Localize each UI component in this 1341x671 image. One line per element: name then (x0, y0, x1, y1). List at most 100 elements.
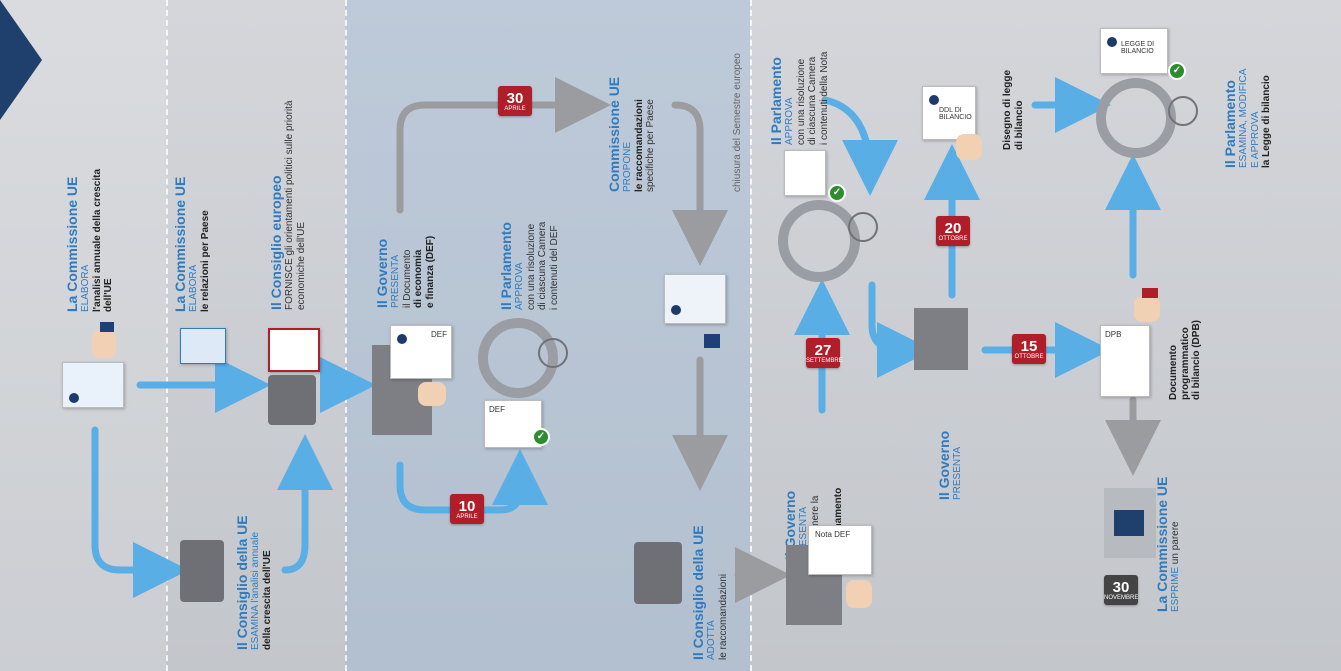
c3-republic-emblem-icon (538, 338, 568, 368)
c3-governo-body1: il Documento (401, 249, 413, 308)
c6-cal30-month: NOVEMBRE (1104, 595, 1139, 601)
c3-def-label: DEF (431, 330, 447, 339)
c1-consiglio-title: Il Consiglio della UE (234, 515, 250, 650)
corner-marker (0, 0, 42, 120)
c1-commissione-title: La Commissione UE (64, 176, 80, 312)
c4-recommendations-document (664, 274, 726, 324)
c3-governo-text: Il Governo PRESENTA il Documento di econ… (374, 236, 436, 308)
c5-cal27-num: 27 (814, 342, 832, 359)
c3-approved-def-label: DEF (489, 405, 505, 414)
c5-parlamento-verb: APPROVA (784, 97, 796, 145)
c6-seal-icon (1107, 37, 1117, 47)
c3-cal30-month: APRILE (504, 106, 526, 112)
c2-commissione-title: La Commissione UE (172, 176, 188, 312)
c1-sleeve-icon (100, 322, 114, 332)
c5-hand-icon (846, 580, 872, 608)
c1-consiglio-text: Il Consiglio della UE ESAMINA l'analisi … (234, 515, 273, 650)
c2-consiglio-europeo-line2: economiche dell'UE (295, 221, 307, 310)
c3-seal-icon (397, 334, 407, 344)
c4-consiglio-body: le raccomandazioni (717, 573, 729, 660)
c2-commissione-verb: ELABORA (188, 264, 200, 312)
c5-republic-emblem-icon (848, 212, 878, 242)
c6-eu-flag-icon (1114, 510, 1144, 536)
c6-legge-bilancio-document: LEGGE DI BILANCIO (1100, 28, 1168, 74)
c5-nota-label: Nota DEF (815, 530, 851, 539)
c1-commissione-body2: dell'UE (103, 278, 115, 313)
c5-governo-text: Il Governo PRESENTA (936, 431, 964, 500)
c3-parlamento-text: Il Parlamento APPROVA con una risoluzion… (498, 222, 560, 310)
c5-cal27-month: SETTEMBRE (806, 358, 843, 364)
c3-parlamento-body1: con una risoluzione (525, 223, 537, 310)
c6-parlamento-line1: ESAMINA, MODIFICA (1238, 68, 1250, 168)
divider-1 (166, 0, 168, 671)
c3-cal10-month: APRILE (456, 514, 478, 520)
c5-parlamento-body2: di ciascuna Camera (807, 56, 819, 145)
c3-parlamento-verb: APPROVA (514, 262, 526, 310)
c5-ddl-seal-icon (929, 95, 939, 105)
c5-ddl-label: DDL DI BILANCIO (939, 107, 972, 121)
c2-report-document (180, 328, 226, 364)
c4-consiglio-verb: ADOTTA (706, 620, 718, 660)
c6-parlamento-line3: la Legge di bilancio (1261, 75, 1273, 168)
c5-ddl-caption: Disegno di legge di bilancio (1002, 70, 1025, 150)
c6-cal30-num: 30 (1112, 579, 1130, 596)
c5-dpb-document: DPB (1100, 325, 1150, 397)
c1-commissione-body1: l'analisi annuale della crescita (91, 168, 103, 312)
c4-commissione-title: Commissione UE (606, 76, 622, 192)
c5-parlamento-title: Il Parlamento (768, 57, 784, 145)
c6-republic-emblem-icon (1168, 96, 1198, 126)
c3-calendar-10-aprile: 10 APRILE (450, 494, 484, 524)
c2-commissione-body: le relazioni per Paese (199, 210, 211, 312)
c6-check-icon: ✓ (1168, 62, 1186, 80)
c4-chiusura-label: chiusura del Semestre europeo (732, 53, 743, 192)
c6-legge-label: LEGGE DI BILANCIO (1121, 41, 1155, 55)
c5-dpb-caption3: di bilancio (DPB) (1191, 320, 1202, 400)
c6-commissione-body: un parere (1170, 521, 1182, 565)
c5-ddl-bilancio-document: DDL DI BILANCIO (922, 86, 976, 140)
c5-parlamento-text: Il Parlamento APPROVA con una risoluzion… (768, 52, 830, 145)
c2-council-group-icon (268, 375, 316, 425)
c4-sleeve-icon (704, 334, 720, 348)
c6-commissione-line: ESPRIME un parere (1170, 477, 1182, 612)
c3-hand-icon (418, 382, 446, 406)
c5-calendar-27-settembre: 27 SETTEMBRE (806, 338, 843, 368)
c6-commissione-text: La Commissione UE ESPRIME un parere (1154, 477, 1182, 612)
c5-cal15-month: OTTOBRE (1014, 354, 1044, 360)
c5-cal15-num: 15 (1020, 338, 1038, 355)
c1-consiglio-line1: ESAMINA l'analisi annuale (250, 531, 262, 650)
c5-dpb-caption: Documento programmatico di bilancio (DPB… (1168, 320, 1203, 400)
c6-commissione-title: La Commissione UE (1154, 476, 1170, 612)
c3-governo-verb: PRESENTA (390, 254, 402, 308)
c3-parlamento-title: Il Parlamento (498, 222, 514, 310)
arrow-consiglio-up (277, 434, 333, 574)
c4-council-meeting-icon (634, 542, 682, 604)
c3-governo-body3: e finanza (DEF) (424, 235, 436, 308)
divider-3 (750, 0, 752, 671)
c5-dpb-hand-icon (1134, 296, 1160, 322)
c2-consiglio-europeo-text: Il Consiglio europeo FORNISCE gli orient… (268, 100, 307, 310)
c6-calendar-30-novembre: 30 NOVEMBRE (1104, 575, 1138, 605)
c2-checklist-icon (268, 328, 320, 372)
c2-commissione-text: La Commissione UE ELABORA le relazioni p… (172, 177, 211, 312)
c1-commissione-verb: ELABORA (80, 264, 92, 312)
c4-commissione-body1: le raccomandazioni (633, 99, 645, 192)
c1-analysis-document (62, 362, 124, 408)
c3-calendar-30-aprile: 30 APRILE (498, 86, 532, 116)
c3-governo-title: Il Governo (374, 238, 390, 308)
c5-dpb-sleeve-icon (1142, 288, 1158, 298)
c2-consiglio-europeo-title: Il Consiglio europeo (268, 175, 284, 310)
c6-hemicycle-icon (1096, 78, 1176, 158)
c5-ddl-caption1: Disegno di legge (1002, 69, 1013, 150)
c4-commissione-text: Commissione UE PROPONE le raccomandazion… (606, 77, 657, 192)
arrow-parlamento-to-governo (868, 281, 933, 378)
c5-nota-def-document: Nota DEF (808, 525, 872, 575)
c5-governo-verb: PRESENTA (952, 446, 964, 500)
c5-parlamento-body3: i contenuti della Nota (818, 51, 830, 145)
c3-cal30-num: 30 (506, 90, 524, 107)
c5-governo-title: Il Governo (936, 430, 952, 500)
c1-council-meeting-icon (180, 540, 224, 602)
c1-commissione-text: La Commissione UE ELABORA l'analisi annu… (64, 169, 115, 312)
c4-commissione-body2: specifiche per Paese (645, 99, 657, 192)
c3-cal10-num: 10 (458, 498, 476, 515)
